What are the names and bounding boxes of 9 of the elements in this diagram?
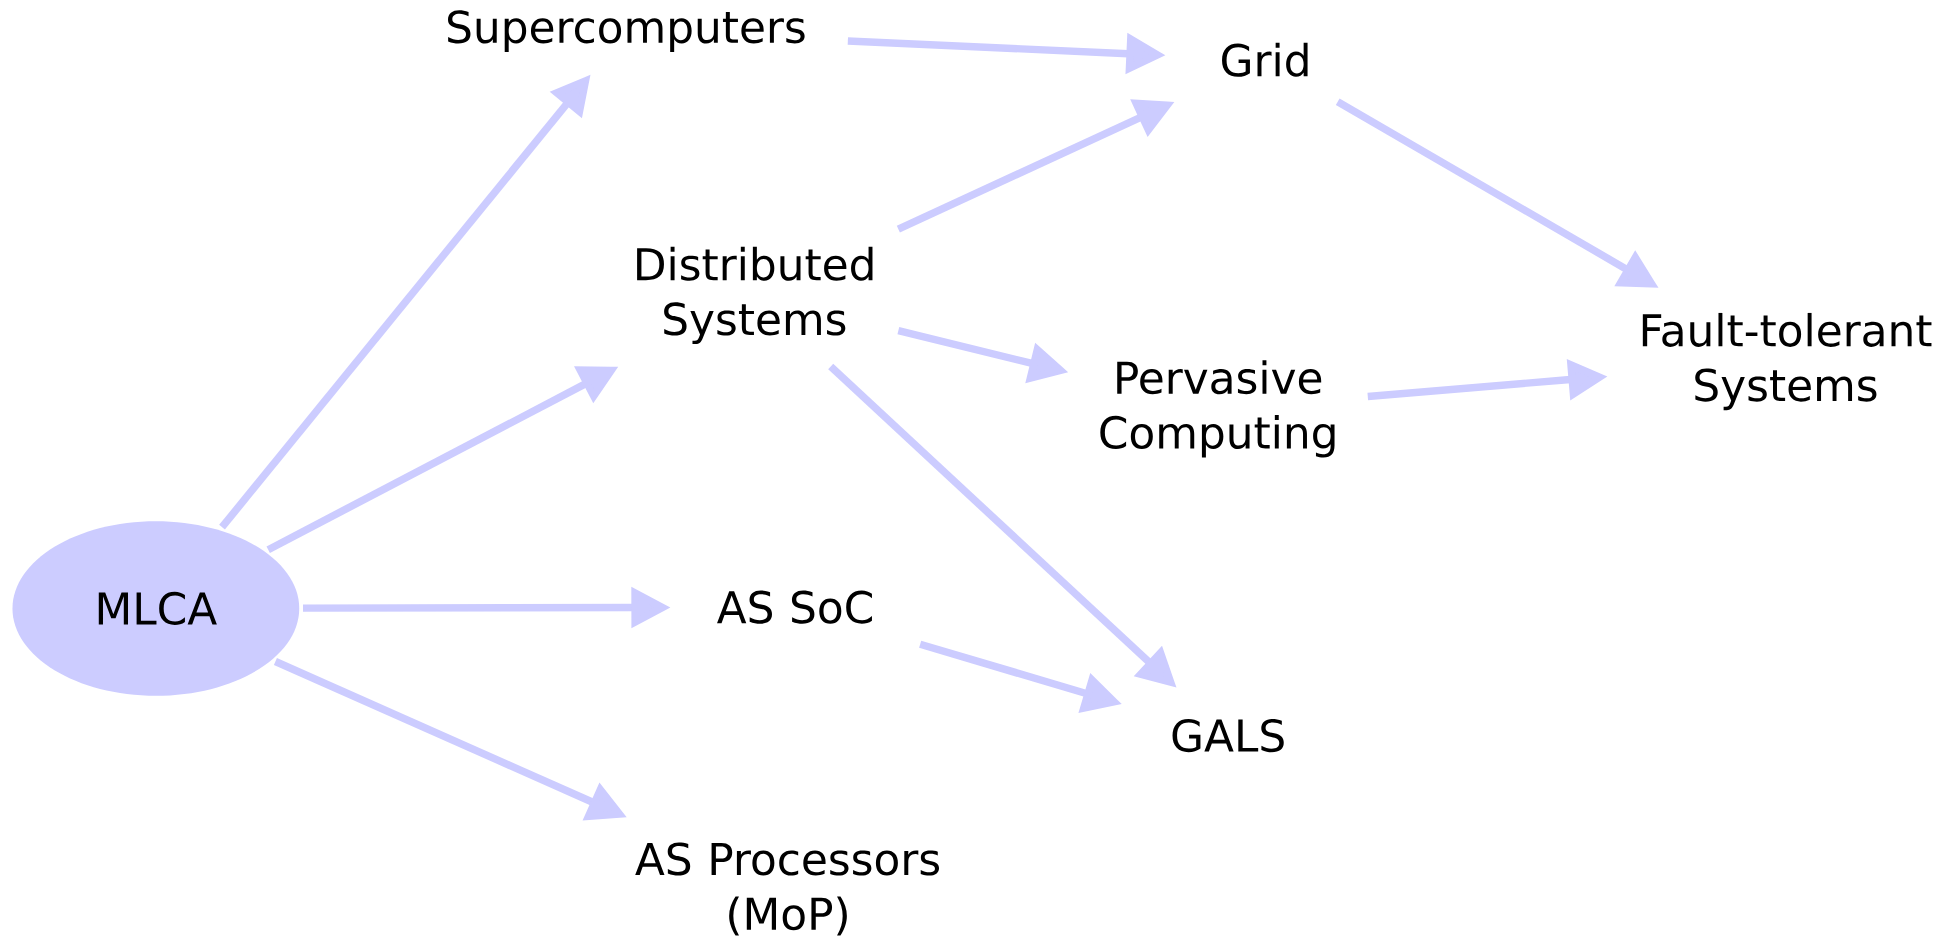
node-label: AS SoC	[717, 590, 872, 624]
node-label: GALS	[1172, 719, 1284, 753]
node-label: Supercomputers	[448, 10, 805, 53]
ellipse-node: MLCA	[12, 521, 300, 696]
node-label: Pervasive Computing	[1100, 360, 1335, 458]
node-label: Grid	[1222, 42, 1308, 77]
node-label: Distributed Systems	[637, 246, 873, 345]
node-label: Fault-tolerant Systems	[1642, 313, 1932, 411]
node-label: AS Processors (MoP)	[635, 842, 939, 936]
